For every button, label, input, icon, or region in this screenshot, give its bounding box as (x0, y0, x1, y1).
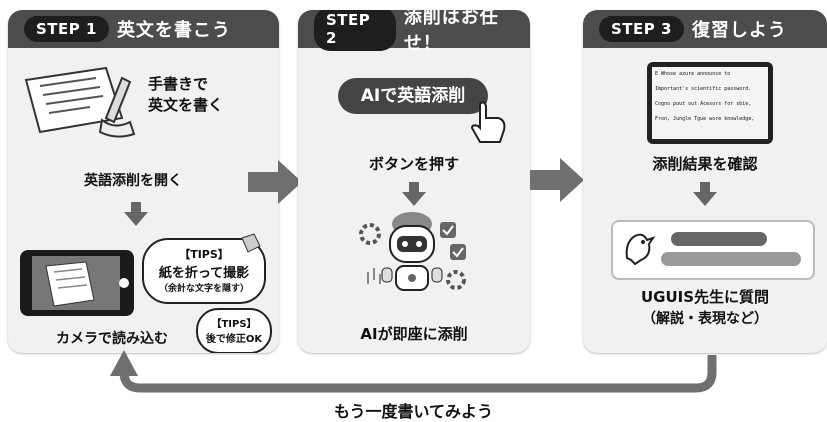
step3-header: STEP 3 復習しよう (583, 10, 827, 48)
tips-main: 紙を折って撮影 (158, 266, 250, 281)
loop-text: もう一度書いてみよう (333, 402, 494, 421)
write-caption: 手書きで 英文を書く (148, 75, 224, 114)
uguis-sub: （解説・表現など） (642, 311, 768, 327)
step2-header: STEP 2 添削はお任せ！ (298, 10, 530, 54)
down-arrow (693, 182, 717, 206)
open-caption: 英語添削を開く (84, 173, 182, 189)
tips-sub: （余計な文字を隠す） (158, 284, 249, 294)
next-arrow-2 (530, 158, 584, 202)
step1-card: STEP 1 英文を書こう 手書きで 英文を書く 英語添削を開く 【TIPS】 (8, 10, 279, 353)
step1-header: STEP 1 英文を書こう (8, 10, 279, 48)
tablet-line: Cogno pout out Acesors for sbie, (655, 101, 752, 107)
down-arrow (124, 202, 148, 226)
tips2-badge: 【TIPS】 (211, 319, 257, 330)
chat-bubble (661, 252, 801, 266)
camera-caption: カメラで読み込む (56, 331, 168, 347)
step1-title: 英文を書こう (116, 20, 231, 41)
down-arrow (402, 182, 426, 206)
tablet-line: Fron, Jungle Tgue wore knowledge, (655, 116, 755, 122)
tablet-line: Important's scientific password. (655, 86, 752, 92)
step3-card: STEP 3 復習しよう E Whose azure announce to I… (583, 10, 827, 353)
chat-bubble (671, 232, 767, 246)
tips-badge: 【TIPS】 (179, 248, 229, 261)
next-arrow-1 (248, 160, 302, 204)
step3-badge: STEP 3 (599, 16, 684, 42)
ai-robot-icon (359, 212, 466, 291)
tips2-main: 後で修正OK (205, 334, 263, 345)
tips-bubble-edit: 【TIPS】 後で修正OK (196, 308, 272, 353)
bird-icon (625, 233, 656, 266)
pointing-hand-icon (470, 101, 506, 143)
ai-correction-button[interactable]: AIで英語添削 (338, 78, 488, 114)
handwriting-icon (24, 66, 136, 138)
step1-badge: STEP 1 (24, 16, 109, 42)
step3-title: 復習しよう (691, 20, 787, 41)
uguis-caption: UGUIS先生に質問 (640, 288, 770, 306)
check-caption: 添削結果を確認 (652, 155, 758, 173)
step2-badge: STEP 2 (314, 10, 396, 51)
uguis-chat-box (611, 220, 815, 280)
tablet-line: E Whose azure announce to (655, 71, 731, 77)
result-caption: AIが即座に添削 (360, 325, 468, 343)
paper-fold-icon (241, 233, 261, 253)
camera-phone-icon (20, 250, 134, 316)
press-caption: ボタンを押す (368, 155, 459, 173)
step2-title: 添削はお任せ！ (403, 10, 499, 54)
tips-bubble-fold: 【TIPS】 紙を折って撮影 （余計な文字を隠す） (142, 238, 266, 304)
tablet-screen: E Whose azure announce to Important's sc… (647, 62, 773, 144)
step2-card: STEP 2 添削はお任せ！ AIで英語添削 ボタンを押す AIが即座に添削 (298, 10, 530, 353)
